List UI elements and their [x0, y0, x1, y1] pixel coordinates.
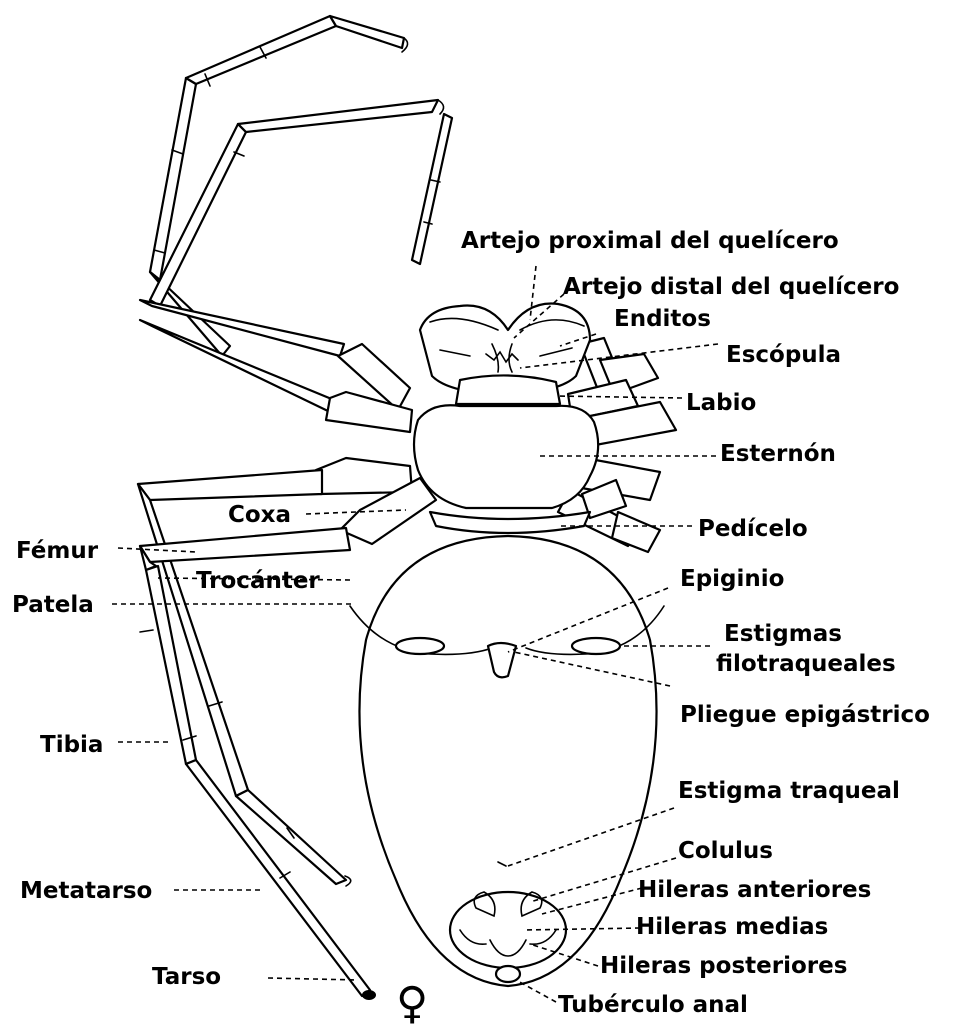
label-escopula: Escópula [726, 342, 841, 368]
label-labio: Labio [686, 390, 756, 416]
leg-left-2 [140, 100, 452, 412]
label-estigmas-2: filotraqueales [716, 651, 896, 677]
label-metatarso: Metatarso [20, 878, 152, 904]
label-pedicelo: Pedícelo [698, 516, 808, 542]
leg-left-1 [150, 16, 408, 356]
cephalothorax [414, 304, 598, 533]
abdomen [350, 536, 664, 986]
label-enditos: Enditos [614, 306, 711, 332]
label-esternon: Esternón [720, 441, 836, 467]
label-epiginio: Epiginio [680, 566, 784, 592]
label-tarso: Tarso [152, 964, 221, 990]
label-patela: Patela [12, 592, 94, 618]
label-tibia: Tibia [40, 732, 103, 758]
label-pliegue: Pliegue epigástrico [680, 702, 930, 728]
female-symbol-icon: ♀ [396, 978, 428, 1026]
label-colulus: Colulus [678, 838, 773, 864]
label-estigma-traqueal: Estigma traqueal [678, 778, 900, 804]
label-tuberculo-anal: Tubérculo anal [558, 992, 748, 1018]
label-coxa: Coxa [228, 502, 291, 528]
label-artejo-distal: Artejo distal del quelícero [563, 274, 899, 300]
label-trocanter: Trocánter [196, 568, 320, 594]
label-hileras-medias: Hileras medias [636, 914, 828, 940]
label-estigmas-1: Estigmas [724, 621, 842, 647]
label-femur: Fémur [16, 538, 99, 564]
label-artejo-proximal: Artejo proximal del quelícero [461, 228, 839, 254]
label-hileras-posteriores: Hileras posteriores [600, 953, 847, 979]
label-hileras-anteriores: Hileras anteriores [638, 877, 871, 903]
